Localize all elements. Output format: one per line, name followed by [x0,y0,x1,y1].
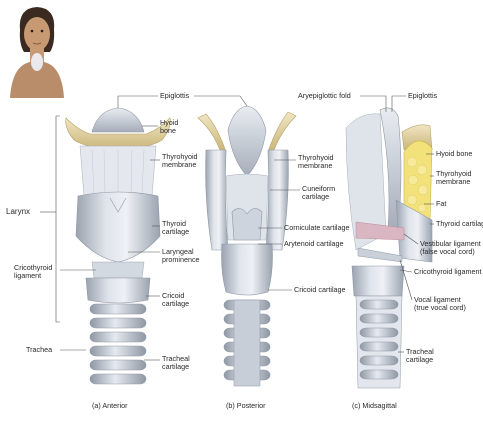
label-laryngeal-prominence: Laryngeal prominence [162,248,200,264]
label-hyoid-bone-midsagittal: Hyoid bone [436,150,472,158]
label-trachea: Trachea [26,346,52,354]
label-tracheal-cartilage-anterior: Tracheal cartilage [162,355,190,371]
label-larynx: Larynx [6,208,30,216]
label-vocal-ligament: Vocal ligament (true vocal cord) [414,296,466,312]
label-hyoid-bone-anterior: Hyoid bone [160,119,178,135]
tracheal-ring [90,332,146,342]
label-epiglottis-anterior: Epiglottis [160,92,189,100]
label-epiglottis-midsagittal: Epiglottis [408,92,437,100]
caption-midsagittal: (c) Midsagittal [352,402,397,410]
tracheal-ring [360,300,398,309]
label-corniculate-cartilage: Corniculate cartilage [284,224,350,232]
anterior-view-illustration [66,108,171,384]
tracheal-ring [360,328,398,337]
label-thyrohyoid-membrane-anterior: Thyrohyoid membrane [162,153,198,169]
label-cricoid-cartilage-posterior: Cricoid cartilage [294,286,346,294]
caption-anterior: (a) Anterior [92,402,128,410]
tracheal-ring [90,304,146,314]
label-cricothyroid-ligament-anterior: Cricothyroid ligament [14,264,52,280]
tracheal-ring [360,342,398,351]
label-cricothyroid-ligament-midsagittal: Cricothyroid ligament [414,268,482,276]
person-neck-highlight-icon [8,2,68,98]
tracheal-ring [360,314,398,323]
label-cuneiform-cartilage: Cuneiform cartilage [302,185,335,201]
label-thyrohyoid-membrane-midsagittal: Thyrohyoid membrane [436,170,472,186]
label-thyroid-cartilage-anterior: Thyroid cartilage [162,220,189,236]
tracheal-ring [360,356,398,365]
tracheal-ring [360,370,398,379]
label-cricoid-cartilage-anterior: Cricoid cartilage [162,292,189,308]
posterior-view-illustration [198,106,296,386]
tracheal-ring [90,360,146,370]
label-tracheal-cartilage-midsagittal: Tracheal cartilage [406,348,434,364]
label-fat: Fat [436,200,446,208]
tracheal-ring [90,374,146,384]
tracheal-ring [90,318,146,328]
label-aryepiglottic-fold: Aryepiglottic fold [298,92,351,100]
tracheal-ring [90,346,146,356]
label-arytenoid-cartilage: Arytenoid cartilage [284,240,344,248]
caption-posterior: (b) Posterior [226,402,266,410]
label-thyrohyoid-membrane-posterior: Thyrohyoid membrane [298,154,334,170]
label-thyroid-cartilage-midsagittal: Thyroid cartilage [436,220,483,228]
label-vestibular-ligament: Vestibular ligament (false vocal cord) [420,240,481,256]
